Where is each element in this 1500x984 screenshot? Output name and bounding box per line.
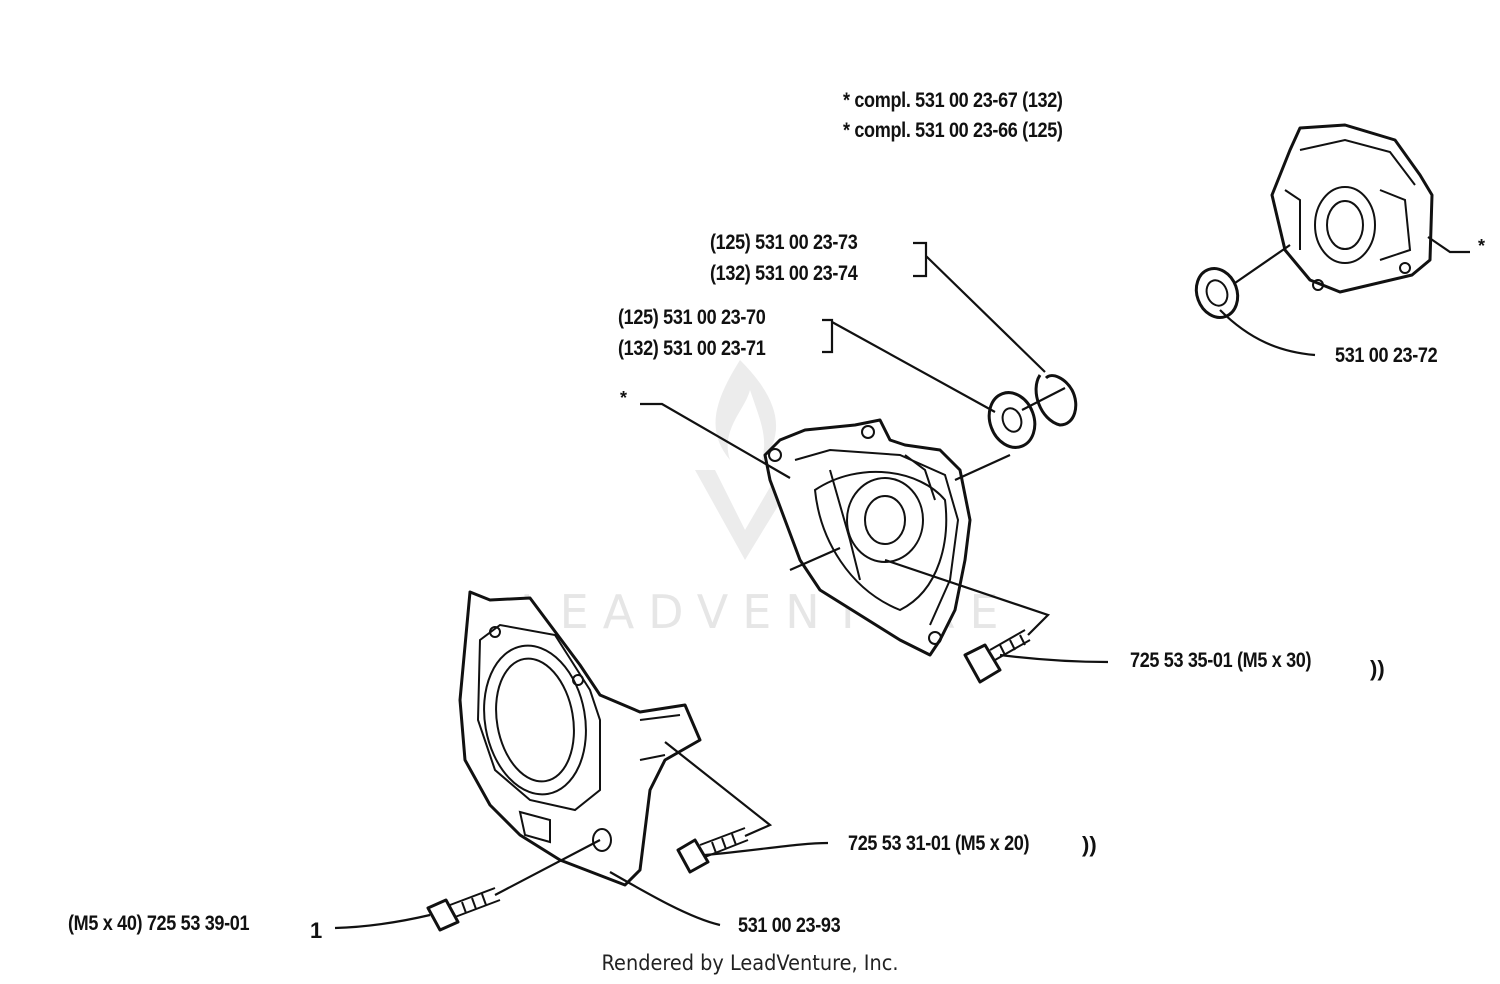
label-screw-m5x40: (M5 x 40) 725 53 39-01 (68, 912, 250, 935)
screw-m5x20 (676, 827, 749, 874)
bearing-center (987, 391, 1037, 449)
label-bearing-right: 531 00 23-72 (1335, 344, 1438, 367)
qty-screw-m5x40: 1 (310, 918, 323, 943)
label-compl-132: * compl. 531 00 23-67 (132) (843, 89, 1063, 112)
footer-credit: Rendered by LeadVenture, Inc. (601, 951, 899, 975)
label-bearing-125: (125) 531 00 23-70 (618, 306, 766, 329)
crankcase-half-center (763, 418, 972, 657)
crankcase-half-right (1270, 123, 1434, 294)
label-star-left: * (620, 388, 628, 408)
screw-m5x40 (426, 887, 501, 932)
label-bearing-132: (132) 531 00 23-71 (618, 337, 766, 360)
mark-screw-m5x20: )) (1082, 832, 1097, 857)
front-cover (458, 590, 702, 887)
leader-lines (334, 236, 1470, 930)
label-compl-125: * compl. 531 00 23-66 (125) (843, 119, 1063, 142)
label-circlip-132: (132) 531 00 23-74 (710, 262, 858, 285)
label-cover-part: 531 00 23-93 (738, 914, 841, 937)
label-circlip-125: (125) 531 00 23-73 (710, 231, 858, 254)
label-screw-m5x30: 725 53 35-01 (M5 x 30) (1130, 649, 1312, 672)
label-star-right: * (1478, 236, 1486, 256)
bearing-right (1194, 267, 1240, 319)
mark-screw-m5x30: )) (1370, 656, 1385, 681)
screw-m5x30 (963, 629, 1031, 684)
label-screw-m5x20: 725 53 31-01 (M5 x 20) (848, 832, 1030, 855)
